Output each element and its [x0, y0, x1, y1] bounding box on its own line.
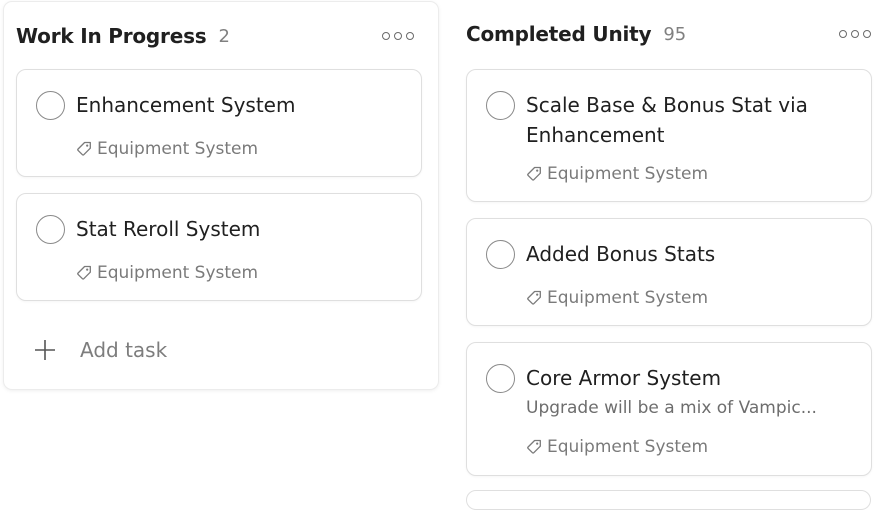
column-task-count: 95 — [663, 23, 687, 45]
task-label-text: Equipment System — [547, 288, 709, 308]
add-task-label: Add task — [80, 338, 168, 362]
task-label-text: Equipment System — [97, 139, 259, 159]
task-checkbox-icon[interactable] — [486, 364, 515, 393]
task-card[interactable]: Added Bonus Stats Equipment System — [466, 218, 872, 326]
task-checkbox-icon[interactable] — [486, 91, 515, 120]
task-label[interactable]: Equipment System — [526, 164, 708, 184]
task-card[interactable] — [466, 490, 871, 510]
task-checkbox-icon[interactable] — [486, 240, 515, 269]
task-checkbox-icon[interactable] — [36, 91, 65, 120]
tag-icon — [527, 166, 541, 181]
add-task-button[interactable]: Add task — [34, 335, 167, 365]
task-label-text: Equipment System — [97, 263, 259, 283]
task-title: Added Bonus Stats — [526, 242, 716, 266]
task-card[interactable]: Enhancement System Equipment System — [16, 69, 422, 177]
tag-icon — [527, 439, 541, 454]
more-options-icon[interactable] — [839, 25, 871, 43]
column-work-in-progress: Work In Progress 2 Enhancement System Eq… — [4, 2, 438, 389]
task-description: Upgrade will be a mix of Vampic... — [526, 398, 817, 418]
task-title: Core Armor System — [526, 366, 722, 390]
task-label[interactable]: Equipment System — [76, 263, 258, 283]
task-label-text: Equipment System — [547, 164, 709, 184]
task-label[interactable]: Equipment System — [526, 437, 708, 457]
task-label-text: Equipment System — [547, 437, 709, 457]
column-header: Completed Unity 95 — [466, 20, 885, 48]
tag-icon — [527, 290, 541, 305]
more-options-icon[interactable] — [382, 27, 414, 45]
column-header: Work In Progress 2 — [16, 22, 428, 50]
column-task-count: 2 — [218, 25, 230, 47]
task-title: Stat Reroll System — [76, 217, 261, 241]
task-title: Scale Base & Bonus Stat via Enhancement — [526, 93, 808, 147]
tag-icon — [77, 265, 91, 280]
task-card[interactable]: Stat Reroll System Equipment System — [16, 193, 422, 301]
tag-icon — [77, 141, 91, 156]
task-label[interactable]: Equipment System — [76, 139, 258, 159]
task-card[interactable]: Core Armor System Upgrade will be a mix … — [466, 342, 872, 476]
column-title: Completed Unity — [466, 22, 652, 46]
task-title: Enhancement System — [76, 93, 296, 117]
task-card[interactable]: Scale Base & Bonus Stat via Enhancement … — [466, 69, 872, 202]
column-completed-unity: Completed Unity 95 Scale Base & Bonus St… — [462, 0, 895, 494]
plus-icon — [35, 340, 55, 360]
task-label[interactable]: Equipment System — [526, 288, 708, 308]
column-title: Work In Progress — [16, 24, 207, 48]
task-checkbox-icon[interactable] — [36, 215, 65, 244]
